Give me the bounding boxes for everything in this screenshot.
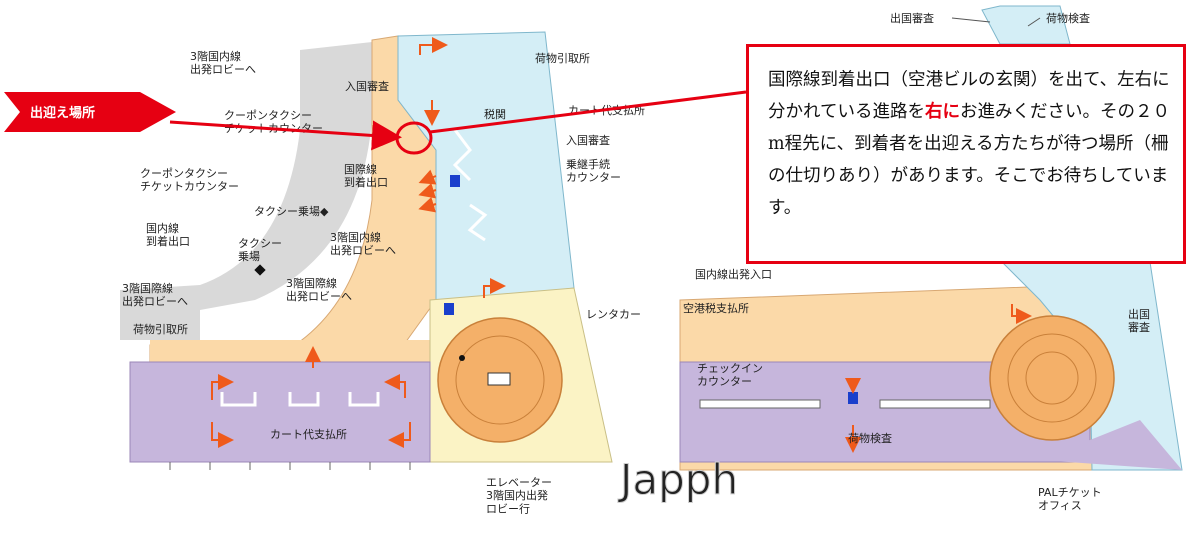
hall-ticks: [169, 462, 411, 470]
info-icon: [444, 303, 454, 315]
checkin-counters: [699, 399, 991, 409]
terminal-building-left: [149, 35, 437, 373]
label-domestic-arrival-exit: 国内線到着出口: [146, 221, 190, 248]
info-icon: [848, 392, 858, 404]
label-customs: 税関: [484, 107, 506, 121]
label-intl-arrival-exit: 国際線到着出口: [344, 162, 388, 189]
label-domestic-departure-entrance: 国内線出発入口: [695, 267, 772, 281]
callout-pointer: [429, 90, 747, 134]
label-cart-fee-2: カート代支払所: [270, 427, 347, 441]
baggage-carousels: [220, 392, 380, 407]
label-intl-3f-lobby-1: 3階国際線出発ロビーへ: [122, 281, 188, 308]
arrival-hall: [129, 361, 431, 463]
label-airport-tax: 空港税支払所: [683, 301, 749, 315]
pal-rotunda: [989, 315, 1115, 441]
label-checkin-counter: チェックインカウンター: [697, 362, 763, 388]
label-immigration-2: 入国審査: [566, 133, 610, 147]
label-transit-counter: 乗継手続カウンター: [566, 157, 621, 184]
label-pal-ticket-office: PALチケットオフィス: [1038, 486, 1102, 512]
label-baggage-claim-2: 荷物引取所: [133, 322, 188, 336]
label-baggage-inspection-1: 荷物検査: [1046, 11, 1090, 25]
flow-arrows-right: [845, 304, 1032, 453]
label-departure-inspection: 出国審査: [890, 11, 934, 25]
pickup-banner: [4, 92, 176, 132]
label-taxi-stand-2: タクシー乗場: [238, 237, 282, 263]
label-baggage-claim-1: 荷物引取所: [535, 51, 590, 65]
label-intl-3f-lobby-2: 3階国際線出発ロビーへ: [286, 276, 352, 303]
info-icon: [450, 175, 460, 187]
label-domestic-3f-lobby-1: 3階国内線出発ロビーへ: [190, 49, 256, 76]
label-rental-car: レンタカー: [586, 308, 641, 321]
callout-text: 国際線到着出口（空港ビルの玄関）を出て、左右に分かれている進路を右にお進みくださ…: [768, 64, 1178, 224]
taxi-diamond-icon: [254, 264, 266, 276]
elevator-icon: [487, 372, 511, 386]
watermark: Japph: [617, 455, 738, 504]
callout-text-after: お進みください。その２０m程先に、到着者を出迎える方たちが待つ場所（柵の仕切りあ…: [768, 102, 1170, 218]
label-taxi-stand-1: タクシー乗場◆: [254, 205, 329, 218]
callout-box: [746, 44, 1186, 264]
label-coupon-taxi-2: クーポンタクシーチケットカウンター: [140, 167, 239, 193]
callout-text-highlight: 右に: [924, 102, 960, 122]
label-domestic-3f-lobby-2: 3階国内線出発ロビーへ: [330, 230, 396, 257]
pickup-pointer-arrow: [169, 120, 402, 151]
label-immigration-1: 入国審査: [345, 79, 389, 93]
callout-text-before: 国際線到着出口（空港ビルの玄関）を出て、左右に分かれている進路を: [768, 70, 1170, 122]
customs-queues: [452, 129, 488, 242]
road-curve: [120, 42, 372, 340]
pickup-label: 出迎え場所: [30, 106, 96, 121]
label-departure-inspection-2: 出国審査: [1128, 307, 1150, 334]
flow-arrows: [211, 37, 506, 448]
label-baggage-inspection-2: 荷物検査: [848, 431, 892, 445]
